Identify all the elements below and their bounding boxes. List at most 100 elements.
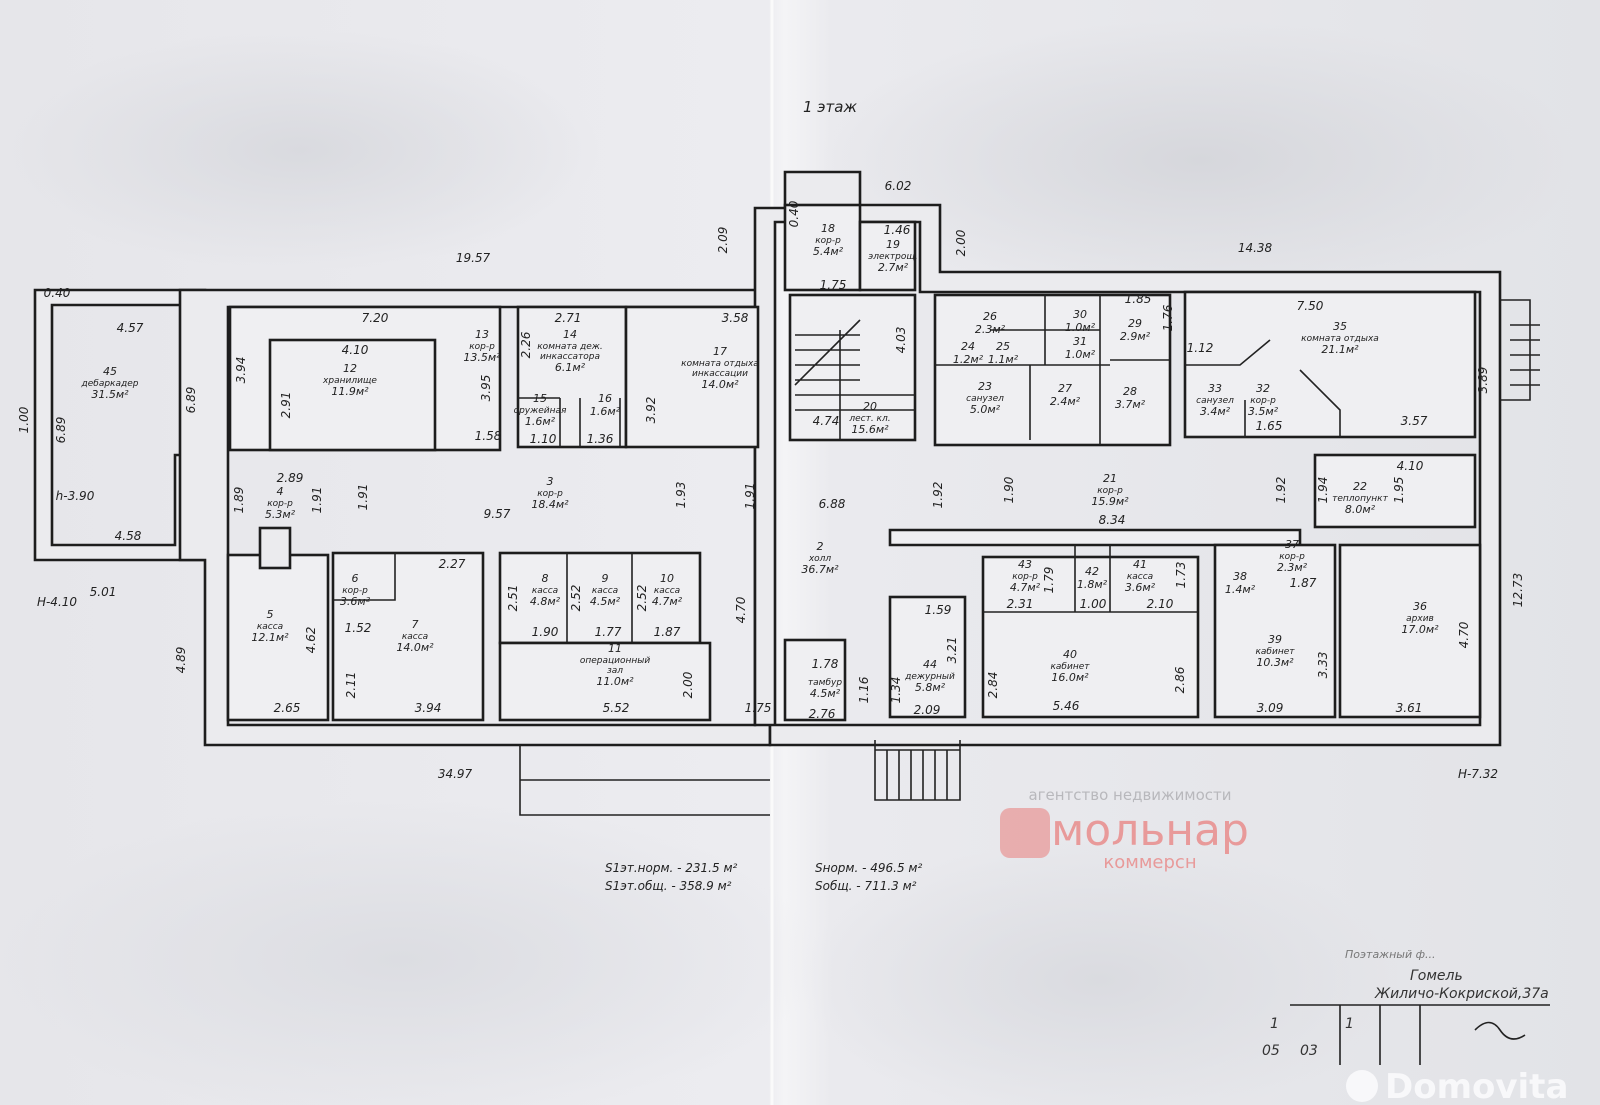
dimension-label: 19.57 [456,251,491,265]
site-watermark: Domovita [1346,1067,1568,1105]
dimension-label: 7.50 [1297,299,1324,313]
room-number: 30 [1073,308,1087,321]
dimension-label: 1.00 [17,406,31,433]
dimension-label: 1.90 [1002,476,1016,503]
dimension-label: 1.46 [884,223,911,237]
dimension-label: 3.94 [415,701,442,715]
room-number: 4 [277,485,284,498]
room-area: 36.7м² [801,563,839,576]
dimension-label: 3.57 [1401,414,1428,428]
dimension-label: 1.93 [674,482,688,509]
room-name: кор-р [1250,396,1276,406]
dimension-label: 4.62 [304,627,318,654]
room-name: санузел [1196,396,1234,406]
dimension-label: 0.40 [44,286,71,300]
dimension-label: 1.95 [1392,477,1406,504]
room-name: касса [257,622,283,632]
room-label-24: 241.2м² [953,340,984,366]
dimension-label: 3.61 [1396,701,1423,715]
dimension-label: 2.31 [1007,597,1034,611]
dimension-label: 1.10 [530,432,557,446]
room-label-42: 421.8м² [1077,565,1108,591]
room-name: дебаркадер [81,379,139,389]
stamp-address: Жиличо-Кокриской,37а [1374,986,1549,1002]
dimension-label: 6.89 [184,387,198,414]
dimension-label: 2.52 [569,585,583,612]
room-name: касса [532,586,558,596]
dimension-label: 2.76 [809,707,836,721]
dimension-label: 2.26 [519,331,533,358]
room-area: 3.4м² [1200,405,1231,418]
room-area: 4.5м² [590,595,621,608]
room-number: 44 [923,658,937,671]
room-area: 5.0м² [970,403,1001,416]
summary-total: Sобщ. - 711.3 м² [815,879,917,893]
room-area: 16.0м² [1051,671,1089,684]
floor-title: 1 этаж [803,98,857,116]
dimension-label: 1.89 [232,487,246,514]
room-area: 31.5м² [91,388,129,401]
room-number: 45 [103,365,117,378]
room-number: 24 [961,340,975,353]
room-label-25: 251.1м² [988,340,1019,366]
dimension-label: 5.01 [90,585,117,599]
room-area: 6.1м² [555,361,586,374]
room-area: 5.8м² [915,681,946,694]
room-area: 3.5м² [1248,405,1279,418]
room-number: 37 [1285,538,1299,551]
dimension-label: 3.95 [479,375,493,402]
dimension-label: 1.91 [310,487,324,514]
room-number: 7 [412,618,419,631]
dimension-label: 3.21 [945,637,959,664]
room-name: инкассации [692,369,748,379]
room-number: 20 [863,400,877,413]
dimension-label: 6.89 [54,417,68,444]
room-area: 3.7м² [1115,398,1146,411]
dimension-label: 1.91 [356,484,370,511]
room-number: 39 [1268,633,1282,646]
dimension-label: 3.09 [1257,701,1284,715]
room-name: дежурный [904,672,955,682]
room-number: 9 [602,572,609,585]
room-number: 29 [1128,317,1142,330]
room-name: кабинет [1050,662,1090,672]
dimension-label: H-7.32 [1458,767,1498,781]
dimension-label: 1.91 [743,483,757,510]
room-number: 17 [713,345,727,358]
rooms-outlines [226,203,1482,722]
dimension-label: 1.12 [1187,341,1214,355]
room-name: санузел [966,394,1004,404]
room-label-26: 262.3м² [975,310,1006,336]
room-name: хранилище [322,376,377,386]
dimension-label: 2.10 [1147,597,1174,611]
room-number: 11 [608,642,622,655]
room-name: кор-р [1279,552,1305,562]
watermark-brand-sub: коммерсн [1103,852,1196,873]
room-number: 42 [1085,565,1099,578]
room-number: 8 [542,572,549,585]
room-name: кор-р [815,236,841,246]
room-area: 1.1м² [988,353,1019,366]
dimension-label: 1.79 [1042,567,1056,594]
room-number: 28 [1123,385,1137,398]
room-number: 27 [1058,382,1072,395]
dimension-label: 2.00 [954,229,968,256]
room-name: касса [1127,572,1153,582]
stamp-row2a: 05 [1262,1043,1280,1059]
